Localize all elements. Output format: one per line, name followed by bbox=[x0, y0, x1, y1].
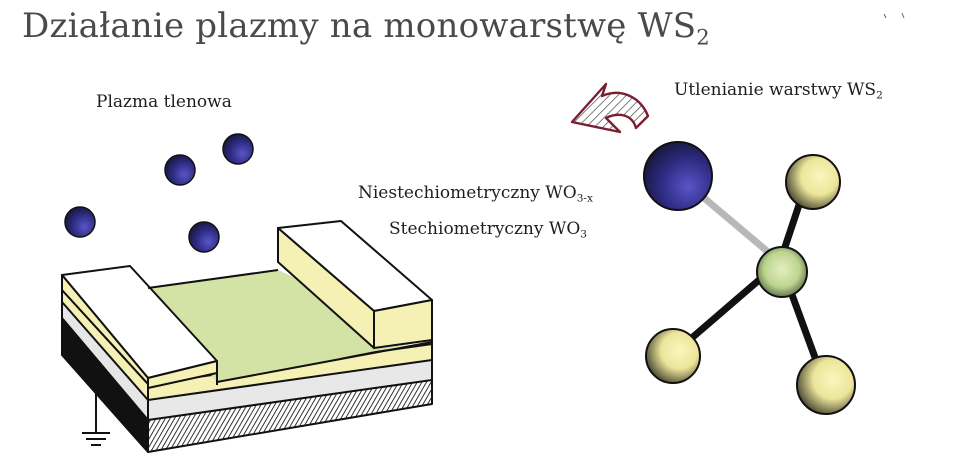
oxygen-atom-icon bbox=[164, 154, 196, 186]
channel-layer bbox=[148, 270, 432, 382]
oxygen-plasma-label: Plazma tlenowa bbox=[96, 92, 232, 112]
plasma-atoms bbox=[64, 133, 254, 253]
molecule bbox=[643, 141, 856, 415]
oxidation-label: Utlenianie warstwy WS2 bbox=[674, 80, 883, 102]
sulfur-atom-icon bbox=[645, 328, 701, 384]
stoichiometric-label: Stechiometryczny WO3 bbox=[389, 219, 587, 241]
oxygen-atom-icon bbox=[64, 206, 96, 238]
oxygen-atom-icon bbox=[222, 133, 254, 165]
non-stoichiometric-label: Niestechiometryczny WO3-x bbox=[358, 183, 593, 205]
ground-symbol-icon bbox=[82, 392, 110, 446]
oxygen-atom-icon bbox=[643, 141, 713, 211]
corner-marks bbox=[883, 12, 905, 19]
tungsten-atom-icon bbox=[756, 246, 808, 298]
curved-arrow-icon bbox=[570, 82, 650, 134]
sulfur-atom-icon bbox=[785, 154, 841, 210]
sulfur-atom-icon bbox=[796, 355, 856, 415]
oxygen-atom-icon bbox=[188, 221, 220, 253]
device-stack bbox=[61, 220, 433, 453]
page-title: Działanie plazmy na monowarstwę WS2 bbox=[22, 6, 710, 50]
